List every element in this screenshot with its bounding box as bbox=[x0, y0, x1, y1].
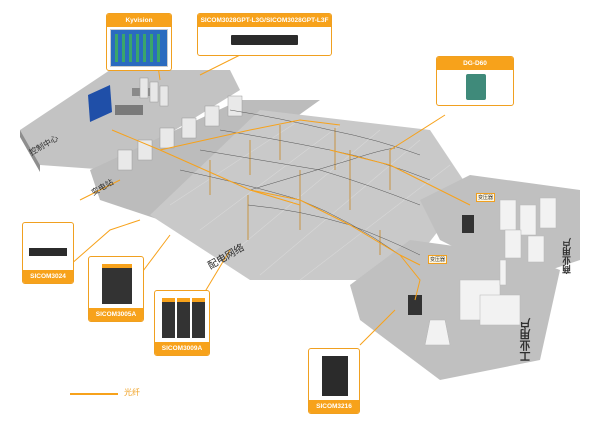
sicom3024-callout: SICOM3024 bbox=[22, 222, 74, 284]
transformer-tag-commercial: 变压器 bbox=[476, 193, 496, 202]
dgd60-callout: DG-D60 bbox=[436, 56, 514, 106]
gateway-icon bbox=[440, 72, 510, 102]
rack-switch-icon bbox=[201, 29, 328, 52]
sicom3005a-label: SICOM3005A bbox=[89, 308, 143, 321]
video-wall bbox=[88, 85, 112, 122]
sicom3216-label: SICOM3216 bbox=[309, 400, 359, 413]
fiber-links bbox=[69, 54, 471, 346]
rack-switch-small-icon bbox=[26, 226, 70, 268]
sicom3028-callout: SICOM3028GPT-L3G/SICOM3028GPT-L3F bbox=[197, 13, 332, 56]
kyvision-callout: Kyvision bbox=[106, 13, 172, 71]
control-center-platform-edge bbox=[20, 130, 40, 172]
kyvision-label: Kyvision bbox=[107, 14, 171, 27]
sicom3005a-callout: SICOM3005A bbox=[88, 256, 144, 322]
commercial-buildings bbox=[499, 197, 557, 263]
sicom3009a-callout: SICOM3009A bbox=[154, 290, 210, 356]
transformer-tag-industrial: 变压器 bbox=[428, 255, 448, 264]
kyvision-screen-icon bbox=[110, 29, 168, 67]
power-lines bbox=[179, 109, 431, 256]
substation-equipment bbox=[117, 95, 243, 171]
dgd60-label: DG-D60 bbox=[437, 57, 513, 70]
industrial-users-label: 工业用户 bbox=[520, 318, 532, 362]
server-racks bbox=[139, 77, 169, 107]
din-switch-large-icon bbox=[312, 352, 356, 398]
industrial-transformer bbox=[408, 295, 422, 315]
sicom3216-callout: SICOM3216 bbox=[308, 348, 360, 414]
platform-grid bbox=[169, 119, 451, 281]
control-center-platform bbox=[20, 70, 240, 170]
fiber-legend-label: 光纤 bbox=[124, 388, 140, 397]
control-desk bbox=[115, 105, 143, 115]
commercial-transformer bbox=[462, 215, 474, 233]
fiber-legend-line bbox=[70, 393, 118, 395]
sicom3024-label: SICOM3024 bbox=[23, 270, 73, 283]
sicom3009a-label: SICOM3009A bbox=[155, 342, 209, 355]
industrial-platform bbox=[350, 240, 560, 380]
industrial-buildings bbox=[424, 259, 521, 346]
din-switch-icon bbox=[92, 260, 140, 306]
din-switch-triple-icon bbox=[158, 294, 206, 340]
sicom3028-label: SICOM3028GPT-L3G/SICOM3028GPT-L3F bbox=[198, 14, 331, 27]
commercial-users-label: 商业用户 bbox=[562, 238, 572, 274]
